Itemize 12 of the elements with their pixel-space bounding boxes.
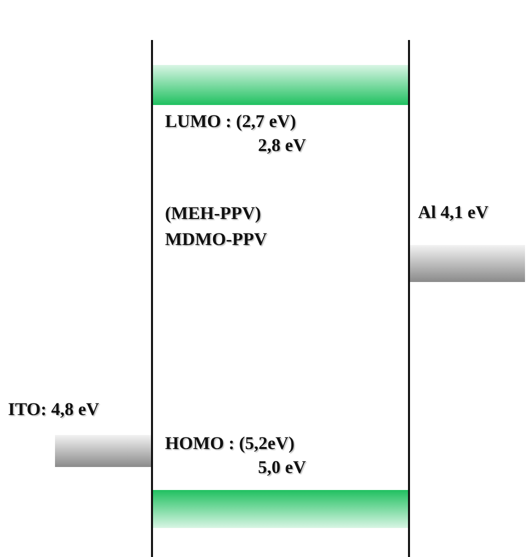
energy-label: ITO: 4,8 eV (8, 398, 100, 420)
material-label: MDMO-PPV (165, 228, 267, 250)
energy-band (153, 490, 408, 528)
material-label: (MEH-PPV) (165, 202, 261, 224)
energy-label: 5,0 eV (258, 456, 306, 478)
energy-label: 2,8 eV (258, 134, 306, 156)
energy-band (153, 65, 408, 105)
energy-label: HOMO : (5,2eV) (165, 432, 294, 454)
electrode-bar (55, 435, 151, 467)
electrode-bar (410, 245, 525, 282)
energy-label: LUMO : (2,7 eV) (165, 110, 296, 132)
energy-label: Al 4,1 eV (418, 201, 488, 223)
